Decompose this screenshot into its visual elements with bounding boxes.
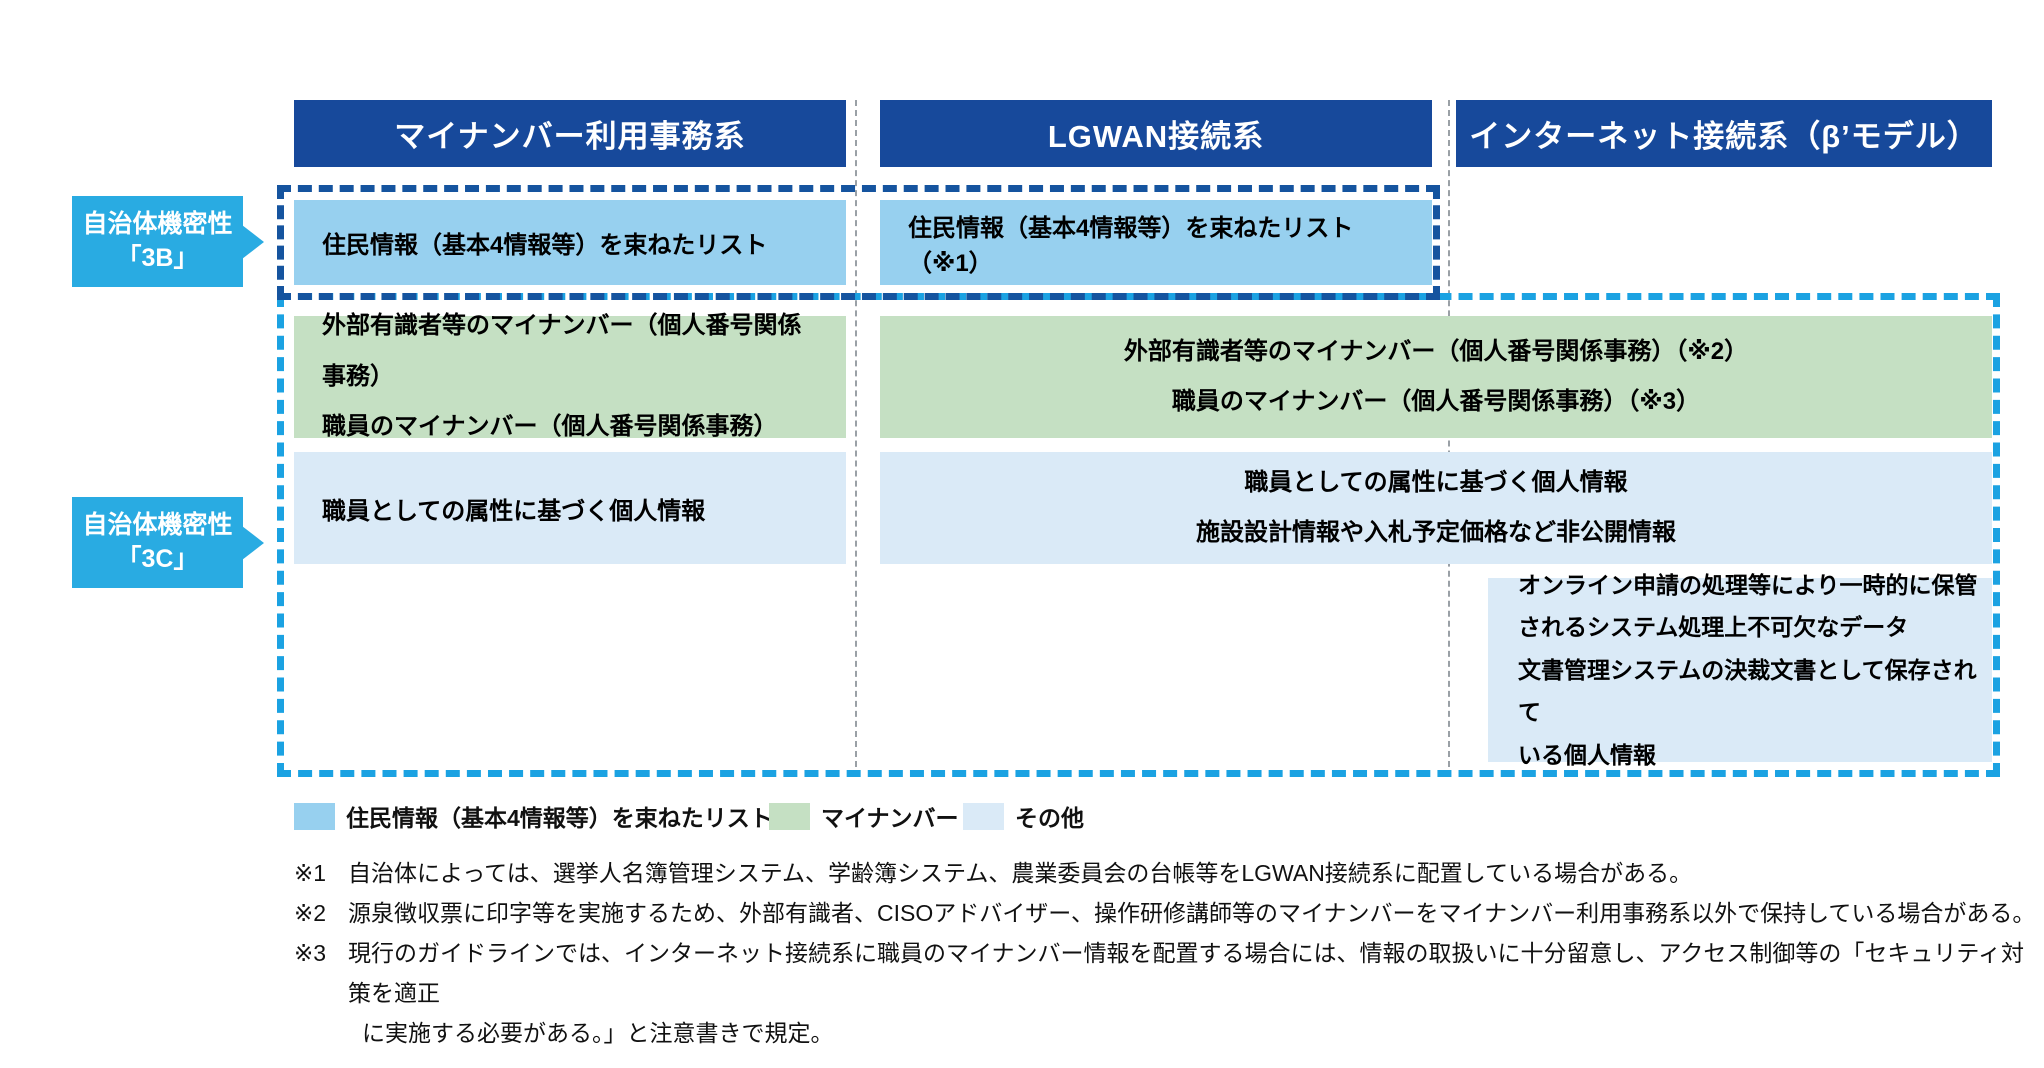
footnote-text: 現行のガイドラインでは、インターネット接続系に職員のマイナンバー情報を配置する場… xyxy=(348,940,2025,1007)
footnote-text: 自治体によっては、選挙人名簿管理システム、学齢簿システム、農業委員会の台帳等をL… xyxy=(348,860,1693,886)
box-other-wide: 職員としての属性に基づく個人情報 施設設計情報や入札予定価格など非公開情報 xyxy=(880,452,1992,564)
legend-label: マイナンバー xyxy=(821,805,959,831)
tag-level: 「3C」 xyxy=(116,544,199,573)
box-text-line: 施設設計情報や入札予定価格など非公開情報 xyxy=(1196,519,1676,546)
box-mynumber-wide: 外部有識者等のマイナンバー（個人番号関係事務）（※2） 職員のマイナンバー（個人… xyxy=(880,316,1992,438)
box-text: 職員としての属性に基づく個人情報 xyxy=(322,497,706,525)
tag-confidentiality-3c: 自治体機密性 「3C」 xyxy=(72,497,264,588)
column-separator-1 xyxy=(855,100,857,777)
footnote-text-block: 現行のガイドラインでは、インターネット接続系に職員のマイナンバー情報を配置する場… xyxy=(348,933,2044,1053)
legend-swatch-green xyxy=(769,802,810,830)
legend-label: 住民情報（基本4情報等）を束ねたリスト xyxy=(346,805,773,831)
footnote-text-continued: に実施する必要がある。」と注意書きで規定。 xyxy=(362,1020,834,1047)
footnote-2: ※2 源泉徴収票に印字等を実施するため、外部有識者、CISOアドバイザー、操作研… xyxy=(294,893,2035,933)
column-header-mynumber-system: マイナンバー利用事務系 xyxy=(294,100,846,167)
footnote-marker: ※2 xyxy=(294,900,327,926)
tag-arrow-right-icon xyxy=(242,525,264,560)
tag-arrow-right-icon xyxy=(242,224,264,259)
footnote-marker: ※1 xyxy=(294,860,327,886)
tag-title: 自治体機密性 xyxy=(82,510,233,539)
zone-3b-dashed-border xyxy=(277,185,1440,300)
box-text-line: 外部有識者等のマイナンバー（個人番号関係 事務） xyxy=(322,312,802,390)
box-text-line: いる個人情報 xyxy=(1518,741,1656,768)
tag-level: 「3B」 xyxy=(116,243,199,272)
box-text-line: 文書管理システムの決裁文書として保存されて xyxy=(1518,656,1977,726)
tag-confidentiality-3b: 自治体機密性 「3B」 xyxy=(72,196,264,287)
box-text-line: オンライン申請の処理等により一時的に保管 xyxy=(1518,571,1978,598)
footnote-1: ※1 自治体によっては、選挙人名簿管理システム、学齢簿システム、農業委員会の台帳… xyxy=(294,853,1692,893)
box-text: 住民情報（基本4情報等）を束ねたリスト xyxy=(322,232,768,259)
column-header-lgwan-system: LGWAN接続系 xyxy=(880,100,1432,167)
footnote-text: 源泉徴収票に印字等を実施するため、外部有識者、CISOアドバイザー、操作研修講師… xyxy=(348,900,2036,926)
box-text-line: 職員としての属性に基づく個人情報 xyxy=(1244,468,1628,496)
legend-label: その他 xyxy=(1015,805,1084,831)
box-text-line: 外部有識者等のマイナンバー（個人番号関係事務）（※2） xyxy=(1123,337,1749,365)
legend-item-resident-list: 住民情報（基本4情報等）を束ねたリスト xyxy=(294,799,773,833)
zone-3c-dashed-border xyxy=(277,293,2000,777)
box-text-line: 職員のマイナンバー（個人番号関係事務）（※3） xyxy=(1171,388,1701,415)
legend-item-mynumber: マイナンバー xyxy=(769,799,959,833)
column-separator-2 xyxy=(1448,100,1450,777)
footnote-3: ※3 現行のガイドラインでは、インターネット接続系に職員のマイナンバー情報を配置… xyxy=(294,933,2044,1053)
box-text-line: されるシステム処理上不可欠なデータ xyxy=(1518,614,1909,641)
box-text-line: 職員のマイナンバー（個人番号関係事務） xyxy=(322,413,778,441)
box-mynumber-col1: 外部有識者等のマイナンバー（個人番号関係 事務） 職員のマイナンバー（個人番号関… xyxy=(294,312,846,440)
box-resident-list-col2: 住民情報（基本4情報等）を束ねたリスト（※1） xyxy=(880,200,1432,285)
legend-item-other: その他 xyxy=(963,799,1084,833)
box-resident-list-col1: 住民情報（基本4情報等）を束ねたリスト xyxy=(294,200,846,285)
box-text: 住民情報（基本4情報等）を束ねたリスト（※1） xyxy=(908,214,1354,277)
box-other-col1: 職員としての属性に基づく個人情報 xyxy=(294,452,846,564)
tag-title: 自治体機密性 xyxy=(82,209,233,238)
legend-swatch-pale xyxy=(963,802,1004,830)
legend-swatch-blue xyxy=(294,802,335,830)
footnote-marker: ※3 xyxy=(294,940,327,966)
column-header-internet-system: インターネット接続系（β’モデル） xyxy=(1456,100,1992,167)
box-other-col3: オンライン申請の処理等により一時的に保管 されるシステム処理上不可欠なデータ 文… xyxy=(1488,572,1992,768)
